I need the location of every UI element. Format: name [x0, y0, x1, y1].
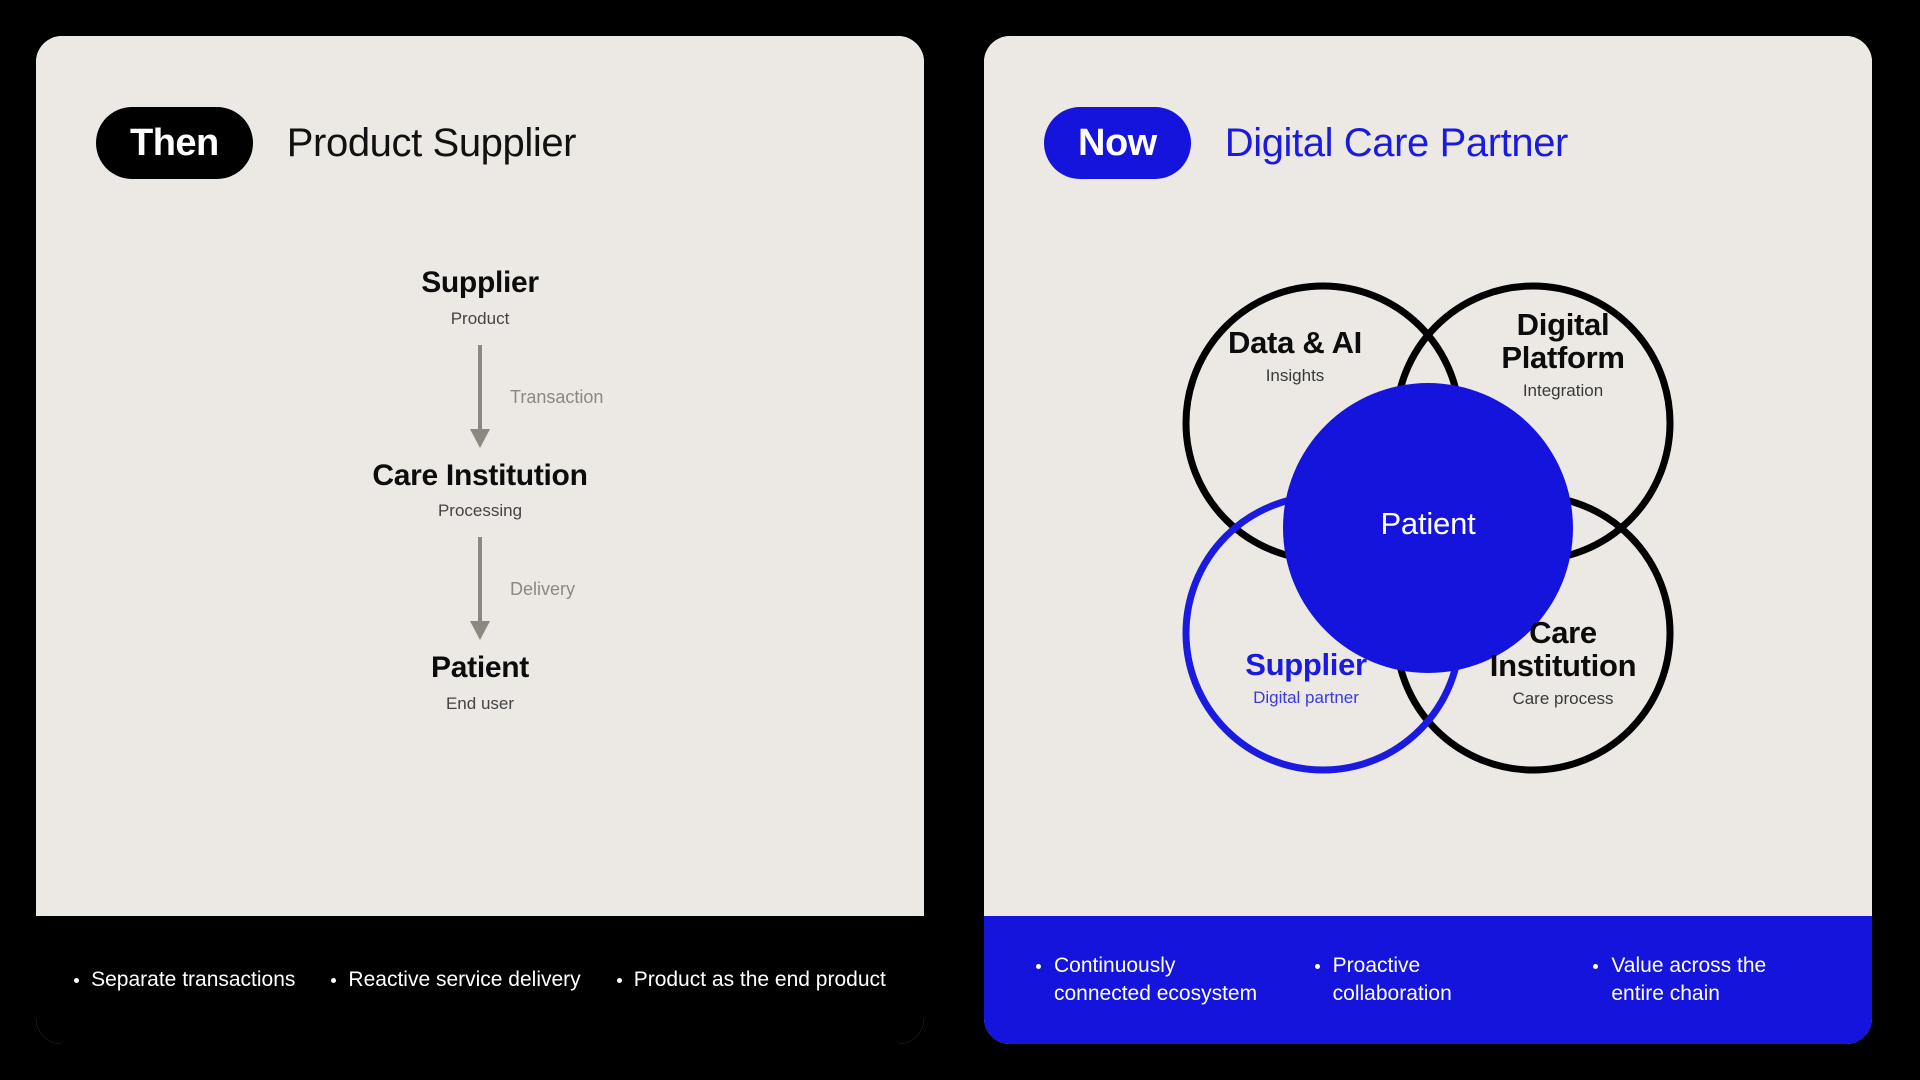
then-panel: Then Product Supplier Supplier Product T… [36, 36, 924, 1044]
now-footer-bullets: Continuously connected ecosystem Proacti… [984, 916, 1872, 1044]
bullet-item: Reactive service delivery [331, 968, 581, 992]
venn-label-supplier: Supplier Digital partner [1196, 648, 1416, 708]
bullet-item: Proactive collaboration [1314, 952, 1542, 1007]
bullet-dot-icon [616, 977, 622, 983]
venn-label-patient: Patient [1380, 506, 1476, 541]
now-panel: Now Digital Care Partner Data & AI Insig… [984, 36, 1872, 1044]
now-panel-title: Digital Care Partner [1224, 120, 1569, 165]
flow-node-supplier: Supplier Product [421, 266, 539, 329]
then-footer-bullets: Separate transactions Reactive service d… [36, 916, 924, 1044]
bullet-item: Continuously connected ecosystem [1036, 952, 1263, 1007]
venn-label-subtitle: Care process [1512, 689, 1614, 709]
venn-circles-graphic [1182, 282, 1674, 774]
venn-diagram: Data & AI Insights Digital Platform Inte… [1148, 248, 1708, 808]
then-panel-body: Then Product Supplier Supplier Product T… [36, 36, 924, 916]
then-flow-diagram: Supplier Product Transaction Care Instit… [36, 266, 924, 714]
down-arrow-icon [470, 537, 490, 640]
now-badge: Now [1044, 107, 1191, 180]
venn-label-care-institution: Care Institution Care process [1448, 616, 1678, 709]
venn-label-data-ai: Data & AI Insights [1190, 326, 1400, 386]
flow-arrow-delivery: Delivery [330, 537, 630, 643]
flow-node-subtitle: Product [450, 308, 510, 328]
flow-node-subtitle: End user [445, 693, 515, 713]
bullet-text: Separate transactions [91, 968, 296, 991]
bullet-text: Proactive collaboration [1332, 954, 1452, 1005]
bullet-dot-icon [1036, 964, 1041, 970]
flow-node-subtitle: Processing [437, 501, 523, 520]
flow-node-patient: Patient End user [431, 651, 529, 714]
then-panel-header: Then Product Supplier [96, 94, 577, 193]
bullet-text: Reactive service delivery [348, 968, 581, 991]
venn-label-subtitle: Digital partner [1253, 688, 1359, 708]
flow-node-title: Supplier [421, 266, 539, 299]
bullet-item: Value across the entire chain [1593, 952, 1820, 1007]
venn-label-title: Supplier [1245, 647, 1367, 682]
venn-label-digital-platform: Digital Platform Integration [1448, 308, 1678, 401]
bullet-dot-icon [331, 977, 337, 983]
bullet-item: Product as the end product [616, 968, 886, 992]
then-badge: Then [96, 107, 253, 180]
then-panel-title: Product Supplier [286, 120, 577, 165]
bullet-text: Continuously connected ecosystem [1054, 954, 1258, 1005]
bullet-dot-icon [74, 977, 80, 983]
bullet-dot-icon [1593, 964, 1599, 970]
flow-node-care-institution: Care Institution Processing [372, 458, 588, 522]
venn-circle-patient [1283, 383, 1573, 673]
venn-label-title: Digital Platform [1501, 307, 1625, 376]
venn-label-title: Data & AI [1228, 325, 1362, 360]
flow-node-title: Patient [431, 651, 529, 684]
flow-arrow-transaction: Transaction [330, 344, 630, 451]
down-arrow-icon [470, 344, 490, 448]
venn-label-title: Care Institution [1489, 615, 1637, 684]
flow-arrow-label: Transaction [510, 386, 604, 407]
venn-label-subtitle: Integration [1522, 381, 1604, 401]
bullet-item: Separate transactions [74, 968, 295, 992]
venn-label-subtitle: Insights [1265, 366, 1325, 386]
bullet-text: Value across the entire chain [1611, 954, 1767, 1005]
bullet-dot-icon [1314, 964, 1320, 970]
bullet-text: Product as the end product [633, 968, 886, 991]
flow-arrow-label: Delivery [510, 579, 576, 599]
now-panel-body: Now Digital Care Partner Data & AI Insig… [984, 36, 1872, 916]
flow-node-title: Care Institution [372, 458, 588, 492]
now-panel-header: Now Digital Care Partner [1044, 94, 1568, 193]
